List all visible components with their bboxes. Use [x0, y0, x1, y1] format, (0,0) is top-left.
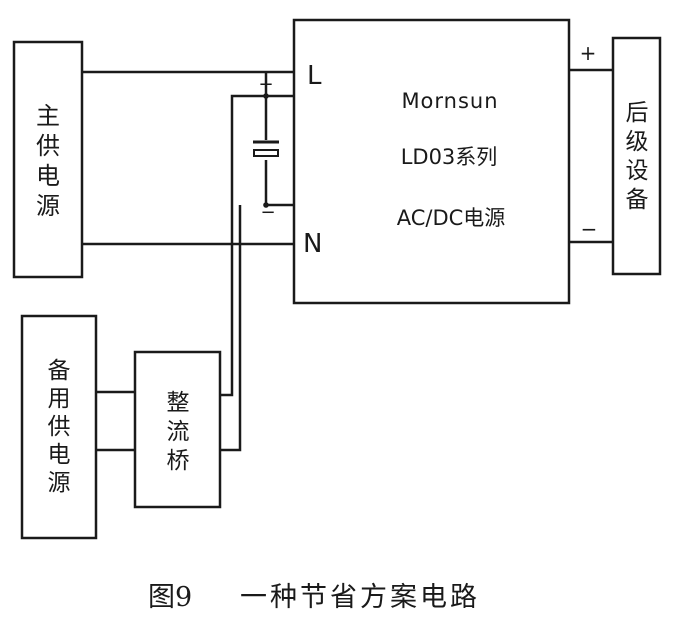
downstream-device-block: 后 级 设 备 [611, 36, 662, 276]
module-series: LD03系列 [401, 145, 498, 169]
wire-rect-minus [220, 205, 242, 452]
figure-title: 一种节省方案电路 [240, 582, 480, 613]
capacitor-plus-label: + [258, 74, 273, 95]
downstream-char-3: 设 [626, 158, 649, 184]
backup-supply-char-3: 供 [48, 414, 71, 440]
terminal-l-label: L [307, 61, 322, 91]
downstream-char-1: 后 [626, 100, 649, 126]
capacitor-plate-bottom [253, 149, 279, 157]
backup-supply-block: 备 用 供 电 源 [20, 314, 98, 540]
figure-number: 图9 [148, 582, 192, 613]
main-supply-char-1: 主 [36, 102, 60, 130]
main-supply-char-3: 电 [36, 162, 60, 190]
backup-supply-char-4: 电 [48, 442, 71, 468]
wires [82, 68, 613, 452]
backup-supply-char-1: 备 [48, 358, 71, 384]
rectifier-char-2: 流 [167, 419, 190, 445]
backup-supply-char-2: 用 [48, 386, 71, 412]
rectifier-char-1: 整 [167, 390, 190, 416]
backup-supply-box [20, 314, 98, 540]
terminal-n-label: N [303, 229, 322, 259]
module-type: AC/DC电源 [397, 206, 506, 230]
output-minus-label: − [581, 217, 598, 241]
downstream-device-box [611, 36, 662, 276]
downstream-char-2: 级 [626, 129, 649, 155]
rectifier-char-3: 桥 [167, 448, 190, 474]
acdc-module-block: L N Mornsun LD03系列 AC/DC电源 + − [292, 18, 598, 305]
junction-dot-n [263, 202, 269, 208]
backup-supply-char-5: 源 [48, 470, 71, 496]
main-supply-char-4: 源 [36, 192, 60, 220]
wire-rect-plus [220, 94, 294, 397]
downstream-char-4: 备 [626, 187, 649, 213]
acdc-module-box [292, 18, 571, 305]
output-plus-label: + [580, 41, 597, 65]
capacitor: + − [253, 74, 279, 223]
rectifier-bridge-block: 整 流 桥 [133, 350, 222, 509]
module-brand: Mornsun [401, 89, 498, 113]
junction-dot-l [263, 93, 269, 99]
capacitor-minus-label: − [260, 202, 275, 223]
figure-caption: 图9 一种节省方案电路 [148, 582, 480, 613]
main-supply-block: 主 供 电 源 [12, 40, 84, 279]
main-supply-box [12, 40, 84, 279]
main-supply-char-2: 供 [36, 132, 60, 160]
rectifier-bridge-box [133, 350, 222, 509]
